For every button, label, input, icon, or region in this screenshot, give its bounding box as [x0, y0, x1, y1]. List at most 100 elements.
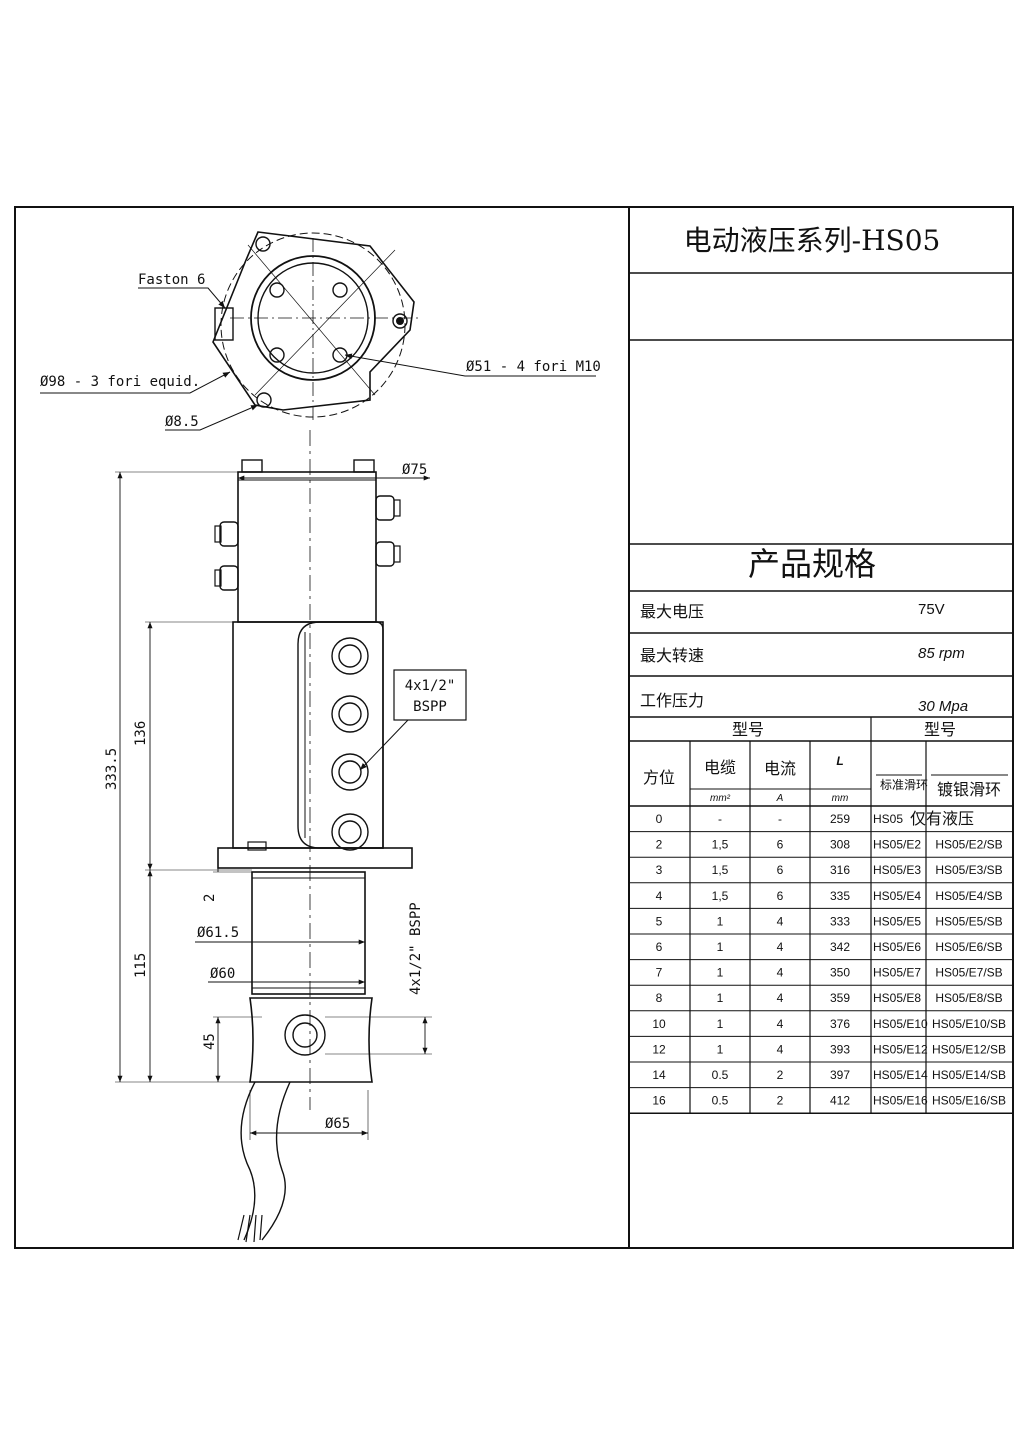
- port-callout-line2: BSPP: [413, 699, 447, 715]
- table-row: 3 1,5 6 316 HS05/E3 HS05/E3/SB: [629, 863, 1013, 884]
- table-cell: 412: [830, 1094, 850, 1108]
- table-cell-silver: HS05/E4/SB: [935, 889, 1002, 903]
- col-cable-header: 电缆: [704, 758, 736, 777]
- spec-label-voltage: 最大电压: [640, 602, 704, 621]
- table-cell: 397: [830, 1068, 850, 1082]
- d60-label: Ø60: [210, 966, 235, 982]
- table-cell: 6: [777, 889, 784, 903]
- port-bottom-label: 4x1/2" BSPP: [408, 902, 424, 995]
- len-45-label: 45: [202, 1033, 218, 1050]
- table-cell-standard: HS05/E3: [873, 863, 921, 877]
- table-cell: 2: [777, 1094, 784, 1108]
- table-cell-standard: HS05/E7: [873, 966, 921, 980]
- table-cell-standard: HS05/E4: [873, 889, 921, 903]
- table-cell: 4: [777, 991, 784, 1005]
- table-cell-silver: HS05/E5/SB: [935, 914, 1002, 928]
- table-cell: 6: [777, 838, 784, 852]
- hydraulic-only-note: 仅有液压: [910, 809, 974, 828]
- table-cell: 12: [652, 1042, 666, 1056]
- d65-label: Ø65: [325, 1116, 350, 1132]
- table-cell: 1,5: [712, 863, 729, 877]
- table-cell-standard: HS05/E12: [873, 1042, 928, 1056]
- table-cell-standard: HS05/E5: [873, 914, 921, 928]
- table-row: 4 1,5 6 335 HS05/E4 HS05/E4/SB: [629, 889, 1013, 909]
- table-cell-silver: HS05/E10/SB: [932, 1017, 1006, 1031]
- table-cell: 333: [830, 914, 850, 928]
- pcd98-label: Ø98 - 3 fori equid.: [40, 374, 200, 390]
- table-cell-standard: HS05: [873, 812, 903, 826]
- page-title: 电动液压系列-HS05: [684, 224, 941, 257]
- table-cell: 0.5: [712, 1094, 729, 1108]
- table-cell: 4: [656, 889, 663, 903]
- top-view: Faston 6 Ø98 - 3 fori equid. Ø51 - 4 for…: [40, 231, 601, 431]
- table-cell: 7: [656, 966, 663, 980]
- table-cell-standard: HS05/E2: [873, 838, 921, 852]
- group-header-right: 型号: [924, 720, 956, 739]
- hole85-label: Ø8.5: [165, 414, 199, 430]
- table-cell: 359: [830, 991, 850, 1005]
- table-cell: 2: [777, 1068, 784, 1082]
- table-cell-silver: HS05/E7/SB: [935, 966, 1002, 980]
- table-cell-standard: HS05/E14: [873, 1068, 928, 1082]
- unit-length: mm: [832, 793, 849, 804]
- table-cell-silver: HS05/E3/SB: [935, 863, 1002, 877]
- d75-label: Ø75: [402, 462, 427, 478]
- table-cell: 1: [717, 966, 724, 980]
- table-cell: 0.5: [712, 1068, 729, 1082]
- side-view: Ø75 4x1/2" BSPP 333.5 136 115 45 2 Ø61.5…: [104, 430, 467, 1243]
- len-total-label: 333.5: [104, 748, 120, 790]
- spec-label-speed: 最大转速: [640, 646, 704, 665]
- col-current-header: 电流: [764, 759, 796, 778]
- table-cell: 335: [830, 889, 850, 903]
- table-cell: 350: [830, 966, 850, 980]
- table-cell: 1: [717, 940, 724, 954]
- len-2-label: 2: [202, 894, 218, 902]
- table-cell: -: [778, 812, 782, 826]
- right-panel: 电动液压系列-HS05 产品规格 最大电压 75V 最大转速 85 rpm 工作…: [629, 224, 1013, 1114]
- table-cell: 316: [830, 863, 850, 877]
- table-cell: 3: [656, 863, 663, 877]
- table-cell-silver: HS05/E6/SB: [935, 940, 1002, 954]
- table-cell: 6: [777, 863, 784, 877]
- spec-value-pressure: 30 Mpa: [918, 698, 968, 715]
- table-cell: 0: [656, 812, 663, 826]
- table-cell: 4: [777, 1017, 784, 1031]
- table-row: 0 - - 259 HS05 仅有液压: [629, 809, 1013, 833]
- spec-value-voltage: 75V: [918, 601, 945, 618]
- pcd51-label: Ø51 - 4 fori M10: [466, 359, 601, 375]
- table-cell: 1,5: [712, 889, 729, 903]
- sheet-border: [14, 206, 1014, 1249]
- table-cell: 342: [830, 940, 850, 954]
- table-cell-silver: HS05/E12/SB: [932, 1042, 1006, 1056]
- col-length-header: L: [836, 754, 843, 768]
- table-row: 7 1 4 350 HS05/E7 HS05/E7/SB: [629, 966, 1013, 986]
- group-header-left: 型号: [732, 720, 764, 739]
- len-136-label: 136: [133, 721, 149, 746]
- table-cell: -: [718, 812, 722, 826]
- table-cell-silver: HS05/E16/SB: [932, 1094, 1006, 1108]
- col-position-header: 方位: [643, 768, 675, 787]
- table-cell: 6: [656, 940, 663, 954]
- d615-label: Ø61.5: [197, 925, 239, 941]
- table-cell: 8: [656, 991, 663, 1005]
- table-cell: 259: [830, 812, 850, 826]
- port-callout-line1: 4x1/2": [405, 678, 456, 694]
- table-cell: 4: [777, 966, 784, 980]
- table-cell: 393: [830, 1042, 850, 1056]
- len-115-label: 115: [133, 953, 149, 978]
- table-cell-standard: HS05/E8: [873, 991, 921, 1005]
- table-cell: 10: [652, 1017, 666, 1031]
- table-cell: 308: [830, 838, 850, 852]
- table-cell: 1: [717, 914, 724, 928]
- table-cell: 4: [777, 914, 784, 928]
- col-standard-header: 标准滑环: [880, 778, 928, 792]
- table-cell: 4: [777, 940, 784, 954]
- table-cell: 1: [717, 991, 724, 1005]
